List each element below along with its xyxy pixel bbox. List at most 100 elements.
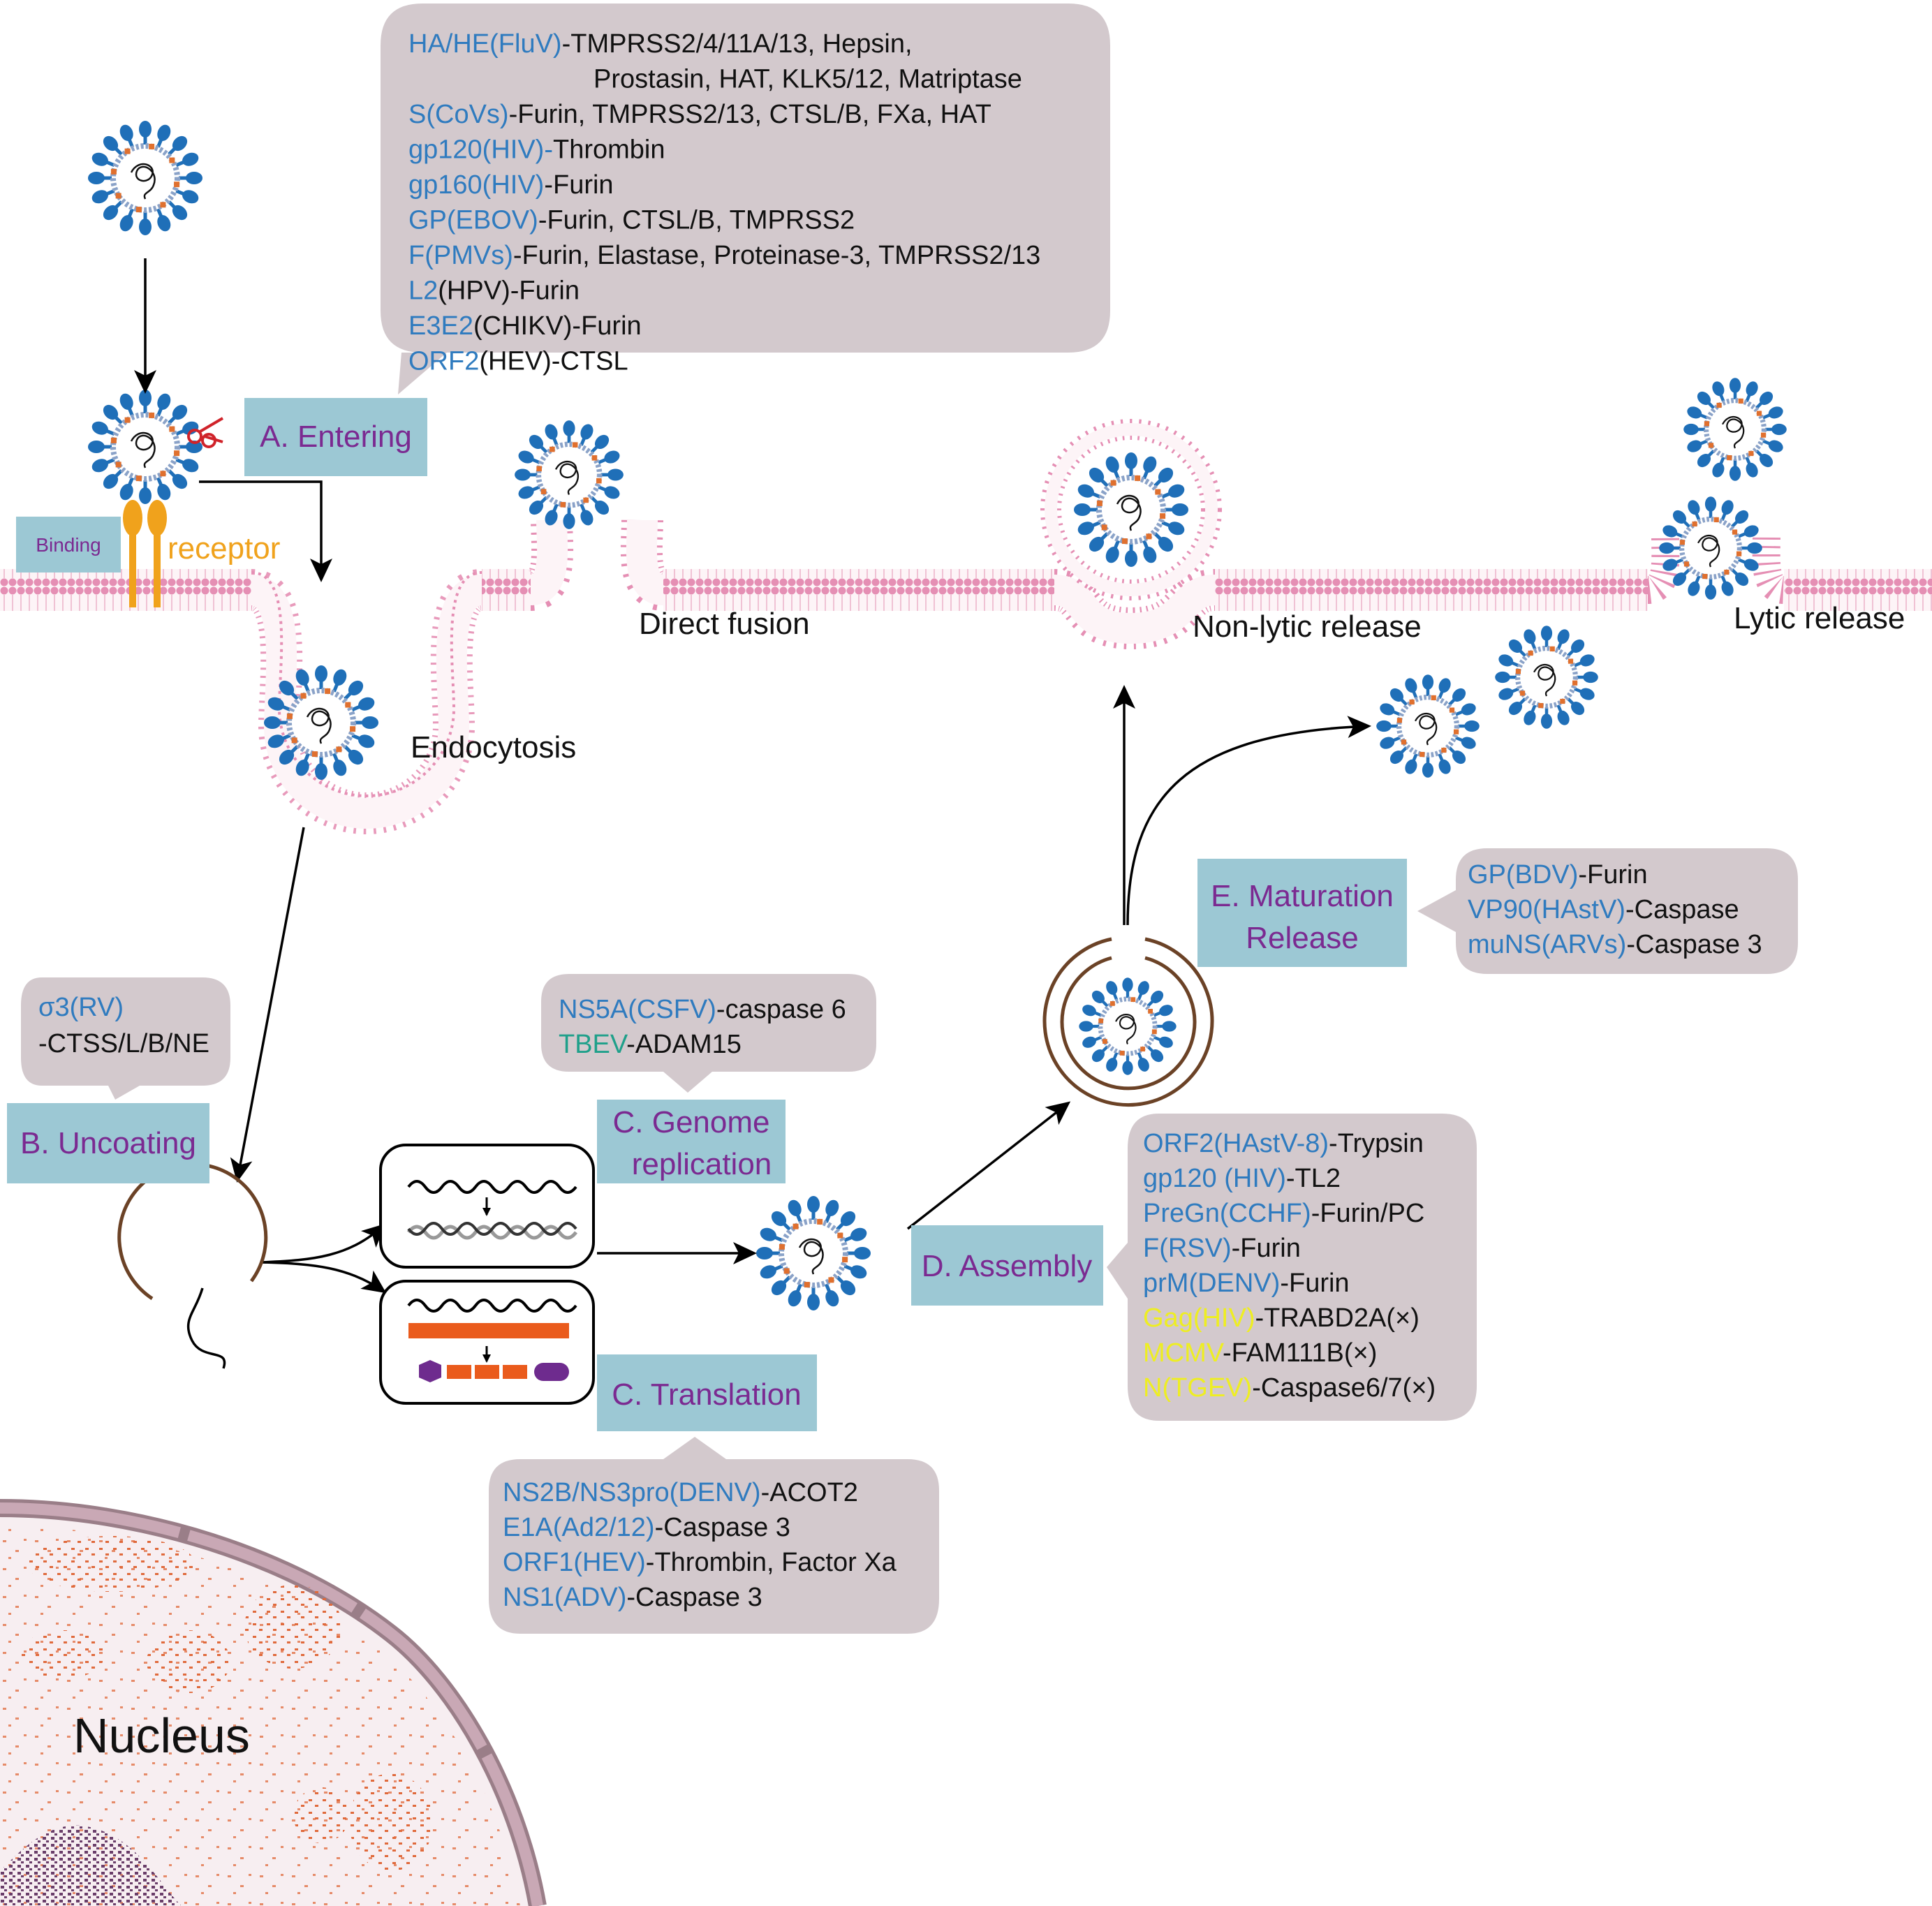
scissors-icon	[187, 417, 224, 448]
stage-uncoating: B. Uncoating	[7, 1103, 209, 1183]
virus-particle-icon	[1683, 378, 1787, 481]
bubble-segment: F(PMVs)	[408, 241, 513, 270]
virus-particle-icon	[1659, 496, 1762, 600]
bubble-replication	[541, 974, 876, 1093]
stage-maturation: E. Maturation Release	[1197, 859, 1407, 967]
endocytosis-label: Endocytosis	[411, 730, 576, 764]
stage-genome-label-1: C. Genome	[613, 1105, 770, 1139]
uncoating-vesicle	[117, 1162, 268, 1369]
bubble-segment: Thrombin	[553, 135, 665, 165]
receptor-label: receptor	[168, 531, 280, 566]
virus-particle-icon	[515, 420, 624, 529]
bubble-segment: F(RSV)	[1143, 1234, 1232, 1263]
bubble-segment: -ACOT2	[761, 1478, 858, 1507]
bubble-line: Gag(HIV)-TRABD2A(×)	[1143, 1303, 1419, 1333]
bubble-segment: -TL2	[1286, 1164, 1341, 1193]
nucleus-label: Nucleus	[73, 1708, 250, 1763]
bubble-maturation	[1417, 848, 1798, 974]
stage-entering: A. Entering	[244, 398, 427, 476]
virus-particle-icon	[88, 121, 202, 235]
receptor-icon	[123, 500, 167, 607]
bubble-line: L2(HPV)-Furin	[408, 276, 580, 306]
bubble-segment: gp160(HIV)	[408, 170, 544, 200]
stage-uncoating-label: B. Uncoating	[20, 1126, 196, 1160]
plasma-membrane	[0, 519, 1932, 834]
bubble-line: E3E2(CHIKV)-Furin	[408, 311, 642, 341]
bubble-line: GP(BDV)-Furin	[1468, 860, 1648, 889]
bubble-line: ORF1(HEV)-Thrombin, Factor Xa	[503, 1548, 897, 1577]
bubble-line: VP90(HAstV)-Caspase	[1468, 895, 1739, 924]
bubble-line: σ3(RV)	[38, 993, 124, 1022]
bubble-line: S(CoVs)-Furin, TMPRSS2/13, CTSL/B, FXa, …	[408, 100, 991, 129]
lytic-release-label: Lytic release	[1734, 601, 1905, 635]
stage-maturation-label-1: E. Maturation	[1211, 879, 1394, 913]
virus-particle-icon	[88, 390, 202, 504]
bubble-segment: -Furin, CTSL/B, TMPRSS2	[538, 206, 855, 235]
bubble-segment: -caspase 6	[716, 995, 846, 1024]
direct-fusion-label: Direct fusion	[639, 607, 810, 641]
nucleus: Nucleus	[0, 1499, 547, 1906]
bubble-line: PreGn(CCHF)-Furin/PC	[1143, 1199, 1424, 1228]
replication-protease-list: NS5A(CSFV)-caspase 6 TBEV-ADAM15	[559, 995, 846, 1059]
bubble-entering	[381, 3, 1110, 394]
bubble-segment: σ3(RV)	[38, 993, 124, 1022]
stage-entering-label: A. Entering	[260, 420, 412, 454]
stage-binding: Binding	[16, 517, 121, 572]
bubble-line: MCMV-FAM111B(×)	[1143, 1338, 1377, 1368]
non-lytic-release-label: Non-lytic release	[1193, 610, 1422, 644]
bubble-segment: -Caspase 3	[1626, 930, 1762, 959]
bubble-segment: Prostasin, HAT, KLK5/12, Matriptase	[593, 65, 1022, 94]
bubble-segment: ORF2(HAstV-8)	[1143, 1129, 1329, 1158]
bubble-segment: -Furin/PC	[1311, 1199, 1425, 1228]
bubble-segment: HA/HE(FluV)	[408, 29, 562, 59]
virus-particle-icon	[1074, 452, 1188, 567]
bubble-line: gp120 (HIV)-TL2	[1143, 1164, 1341, 1193]
bubble-segment: -Furin	[1578, 860, 1647, 889]
binding-label: Binding	[36, 534, 101, 556]
bubble-line: TBEV-ADAM15	[559, 1030, 742, 1059]
bubble-segment: VP90(HAstV)	[1468, 895, 1625, 924]
uncoating-protease-list: σ3(RV)-CTSS/L/B/NE	[38, 993, 209, 1058]
translation-protease-list: NS2B/NS3pro(DENV)-ACOT2E1A(Ad2/12)-Caspa…	[503, 1478, 897, 1612]
bubble-segment: muNS(ARVs)	[1468, 930, 1626, 959]
bubble-segment: gp120 (HIV)	[1143, 1164, 1286, 1193]
bubble-line: GP(EBOV)-Furin, CTSL/B, TMPRSS2	[408, 206, 855, 235]
bubble-segment: E3E2	[408, 311, 473, 341]
bubble-segment: -TMPRSS2/4/11A/13, Hepsin,	[562, 29, 913, 59]
virus-particles	[88, 121, 1787, 1310]
arrows	[134, 258, 1371, 1294]
bubble-line: F(PMVs)-Furin, Elastase, Proteinase-3, T…	[408, 241, 1040, 270]
bubble-line: F(RSV)-Furin	[1143, 1234, 1301, 1263]
virus-particle-icon	[756, 1196, 871, 1310]
bubble-segment: NS5A(CSFV)	[559, 995, 716, 1024]
stage-genome-replication: C. Genome replication	[597, 1100, 786, 1183]
stage-assembly-label: D. Assembly	[922, 1249, 1093, 1283]
bubble-line: NS1(ADV)-Caspase 3	[503, 1583, 762, 1612]
bubble-segment: ORF1(HEV)	[503, 1548, 646, 1577]
bubble-line: ORF2(HEV)-CTSL	[408, 347, 628, 376]
bubble-segment: -FAM111B(×)	[1223, 1338, 1377, 1368]
bubble-segment: TBEV	[559, 1030, 628, 1059]
bubble-line: prM(DENV)-Furin	[1143, 1269, 1350, 1298]
bubble-segment: -Furin, Elastase, Proteinase-3, TMPRSS2/…	[513, 241, 1040, 270]
bubble-segment: -Caspase6/7(×)	[1252, 1373, 1436, 1403]
stage-translation: C. Translation	[597, 1354, 817, 1431]
bubble-segment: (CHIKV)-Furin	[473, 311, 642, 341]
bubble-segment: Gag(HIV)	[1143, 1303, 1255, 1333]
bubble-segment: -Furin	[1232, 1234, 1301, 1263]
bubble-segment: gp120(HIV)-	[408, 135, 553, 165]
replication-box	[379, 1144, 595, 1269]
translation-box	[379, 1280, 595, 1405]
bubble-segment: -Furin	[544, 170, 613, 200]
virus-particle-icon	[1376, 674, 1480, 778]
entering-protease-list: HA/HE(FluV)-TMPRSS2/4/11A/13, Hepsin, Pro…	[408, 29, 1040, 376]
bubble-segment: -Caspase	[1625, 895, 1739, 924]
bubble-segment: prM(DENV)	[1143, 1269, 1280, 1298]
bubble-segment: L2	[408, 276, 438, 306]
stage-assembly: D. Assembly	[911, 1225, 1103, 1306]
bubble-uncoating	[21, 977, 230, 1100]
bubble-segment: -Caspase 3	[626, 1583, 762, 1612]
